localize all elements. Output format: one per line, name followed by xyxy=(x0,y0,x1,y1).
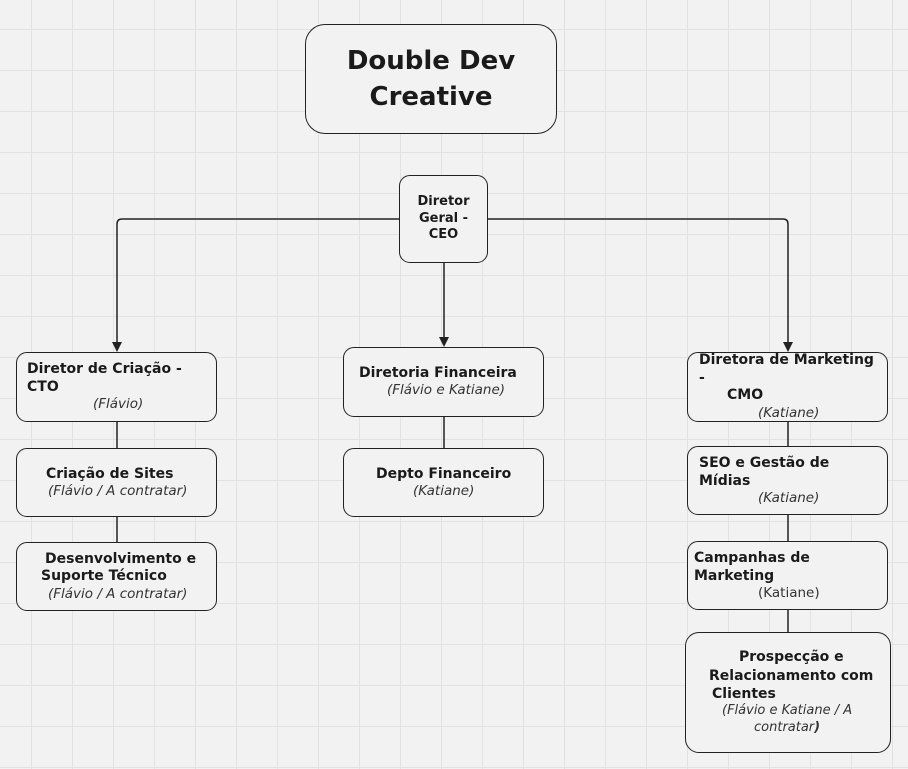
cmo-name: (Katiane) xyxy=(758,404,820,421)
desenvolvimento-title-line2: Suporte Técnico xyxy=(41,568,167,585)
prospeccao-title-line1: Prospecção e xyxy=(739,649,844,666)
prospeccao-name-text: contratar xyxy=(754,719,815,735)
seo-midias-title: SEO e Gestão de Mídias xyxy=(699,454,830,489)
cto-name: (Flávio) xyxy=(93,396,144,413)
prospeccao-name-line1: (Flávio e Katiane / A xyxy=(722,702,853,718)
campanhas-marketing-name: (Katiane) xyxy=(758,584,820,601)
prospeccao-box: Prospecção e Relacionamento com Clientes… xyxy=(685,632,891,753)
desenvolvimento-suporte-box: Desenvolvimento e Suporte Técnico (Flávi… xyxy=(16,542,217,611)
cfo-title: Diretoria Financeira xyxy=(359,365,517,382)
cto-title: Diretor de Criação - CTO xyxy=(27,361,182,396)
desenvolvimento-name: (Flávio / A contratar) xyxy=(48,585,188,602)
seo-midias-name: (Katiane) xyxy=(758,489,820,506)
company-title-box: Double Dev Creative xyxy=(305,24,557,134)
campanhas-marketing-title: Campanhas de Marketing xyxy=(694,549,810,584)
criacao-sites-title: Criação de Sites xyxy=(46,465,174,482)
desenvolvimento-title-line1: Desenvolvimento e xyxy=(45,550,197,567)
cmo-title-line2: CMO xyxy=(727,387,764,404)
cmo-title-line1: Diretora de Marketing - xyxy=(699,352,874,386)
ceo-to-cto-arrow xyxy=(112,218,399,352)
cfo-name: (Flávio e Katiane) xyxy=(387,382,506,399)
seo-midias-box: SEO e Gestão de Mídias (Katiane) xyxy=(687,446,888,515)
ceo-line2: Geral - CEO xyxy=(418,210,469,243)
criacao-sites-name: (Flávio / A contratar) xyxy=(48,482,188,499)
prospeccao-name-line2: contratar) xyxy=(692,720,884,737)
prospeccao-title-line2: Relacionamento com xyxy=(709,667,874,684)
depto-financeiro-title: Depto Financeiro xyxy=(376,465,512,482)
ceo-box: Diretor Geral - CEO xyxy=(399,175,488,263)
ceo-to-cmo-arrow xyxy=(488,218,793,352)
prospeccao-title-line3: Clientes xyxy=(712,685,776,702)
cto-box: Diretor de Criação - CTO (Flávio) xyxy=(16,352,217,422)
cmo-box: Diretora de Marketing - CMO (Katiane) xyxy=(687,352,888,422)
company-title-line1: Double Dev xyxy=(346,45,516,76)
depto-financeiro-box: Depto Financeiro (Katiane) xyxy=(343,448,544,517)
prospeccao-name-close: ) xyxy=(814,719,821,735)
campanhas-marketing-box: Campanhas de Marketing (Katiane) xyxy=(687,541,888,610)
criacao-sites-box: Criação de Sites (Flávio / A contratar) xyxy=(16,448,217,517)
cfo-box: Diretoria Financeira (Flávio e Katiane) xyxy=(343,347,544,417)
company-title-line2: Creative xyxy=(369,82,493,112)
depto-financeiro-name: (Katiane) xyxy=(413,482,475,499)
ceo-line1: Diretor xyxy=(417,193,470,209)
